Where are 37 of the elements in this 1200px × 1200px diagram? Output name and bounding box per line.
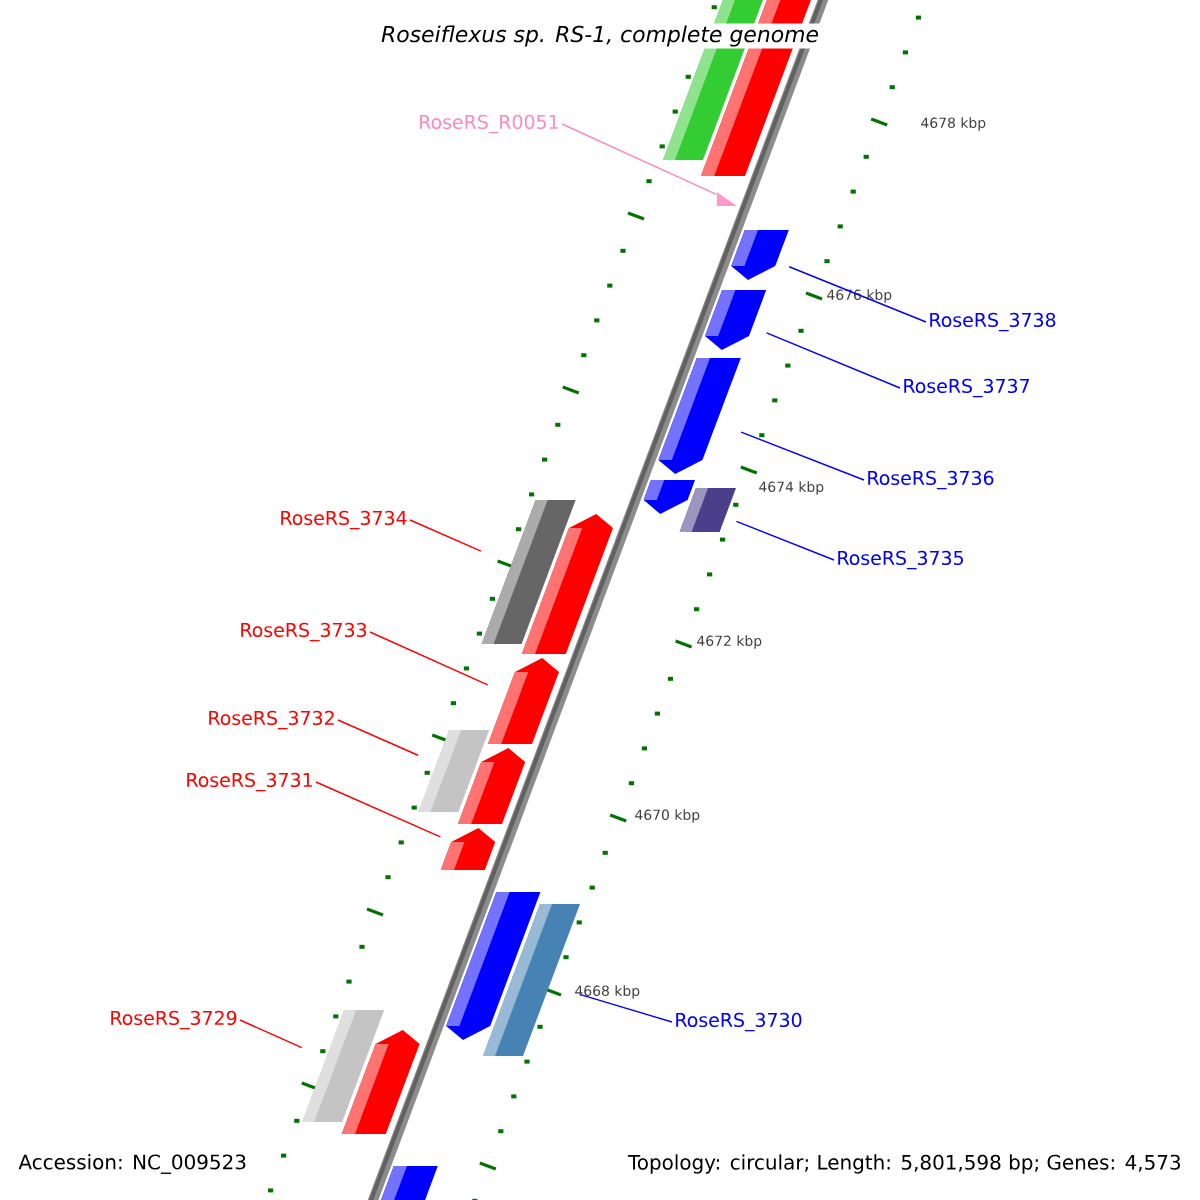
- gene-label: RoseRS_3730: [676, 1012, 802, 1032]
- gene-label: RoseRS_3736: [868, 470, 994, 490]
- leader-line: [735, 520, 835, 561]
- leader-line: [337, 719, 419, 756]
- leader-line: [315, 781, 442, 838]
- leader-line: [239, 1019, 303, 1049]
- gene-label: RoseRS_R0051: [420, 114, 558, 134]
- leader-line: [579, 993, 673, 1023]
- leader-line: [740, 431, 865, 481]
- gene-label: RoseRS_3729: [111, 1010, 237, 1030]
- gene-label: RoseRS_3734: [281, 510, 407, 530]
- gene-block: [521, 514, 613, 654]
- gene-block: [341, 1030, 420, 1134]
- leader-line: [409, 519, 482, 552]
- gene-block: [658, 358, 741, 474]
- gene-marker: [716, 192, 737, 206]
- gene-block: [440, 828, 496, 870]
- leader-line: [369, 631, 489, 686]
- leader-line: [788, 266, 927, 323]
- gene-label: RoseRS_3732: [209, 710, 334, 730]
- accession-text: Accession: NC_009523: [18, 1154, 246, 1174]
- gene-block: [679, 488, 736, 532]
- gene-label: RoseRS_3737: [904, 378, 1029, 398]
- genome-info-text: Topology: circular; Length: 5,801,598 bp; Genes: 4,573: [627, 1154, 1181, 1174]
- gene-block: [458, 748, 526, 824]
- leader-line: [765, 332, 901, 389]
- gene-block: [705, 290, 767, 350]
- gene-label: RoseRS_3733: [241, 622, 367, 642]
- gene-block: [488, 658, 559, 744]
- gene-label: RoseRS_3738: [930, 312, 1056, 332]
- leader-line: [561, 123, 718, 195]
- gene-label: RoseRS_3735: [838, 550, 963, 570]
- gene-block: [731, 230, 789, 280]
- gene-label: RoseRS_3731: [187, 772, 312, 792]
- gene-block: [379, 1166, 438, 1200]
- gene-block: [643, 480, 695, 514]
- title: Roseiflexus sp. RS-1, complete genome: [379, 23, 821, 49]
